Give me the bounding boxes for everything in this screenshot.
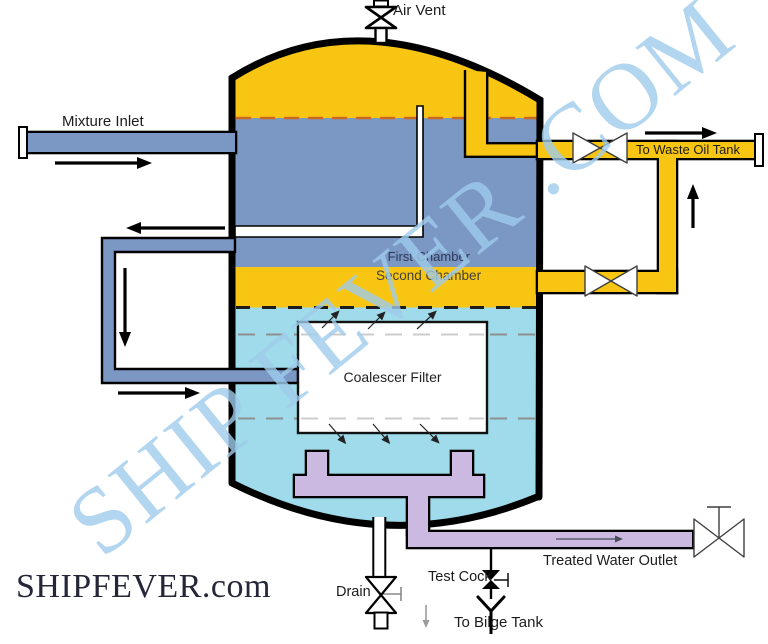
mixture-inlet-pipe (18, 126, 238, 159)
coalescer-filter-label: Coalescer Filter (343, 369, 442, 385)
waste-oil-piping (535, 139, 760, 295)
air-vent-label: Air Vent (393, 2, 446, 19)
oil-skim-pipe (463, 70, 543, 158)
oil-layer-second-chamber (232, 267, 540, 308)
bilge-funnel (422, 595, 506, 634)
coalescer-filter-box (296, 320, 489, 435)
waste-oil-tank-label: To Waste Oil Tank (636, 142, 741, 157)
drain-label: Drain (336, 584, 371, 600)
waste-oil-valve-1 (572, 132, 628, 164)
treated-water-valve (693, 506, 745, 558)
mixture-layer-first-chamber (232, 118, 540, 267)
test-cock-valve (482, 547, 509, 599)
air-vent-valve (364, 0, 398, 45)
waste-oil-flange (754, 133, 764, 167)
mixture-inlet-label: Mixture Inlet (62, 113, 144, 130)
first-chamber-label: First Chamber (387, 249, 470, 264)
drain-pipe (372, 517, 387, 578)
collector-and-treated-pipe (292, 449, 695, 550)
to-bilge-tank-label: To Bilge Tank (454, 614, 543, 631)
test-cock-label: Test Cock (428, 569, 492, 585)
site-brand-text: SHIPFEVER.com (16, 568, 271, 605)
inlet-flange (18, 126, 28, 159)
second-chamber-label: Second Chamber (376, 268, 482, 283)
vessel-interior (232, 40, 540, 526)
filter-flow-arrows (321, 310, 440, 445)
flow-arrows (55, 127, 717, 399)
treated-water-outlet-label: Treated Water Outlet (543, 553, 678, 569)
drain-valve (364, 575, 402, 630)
waste-oil-valve-2 (584, 265, 638, 297)
